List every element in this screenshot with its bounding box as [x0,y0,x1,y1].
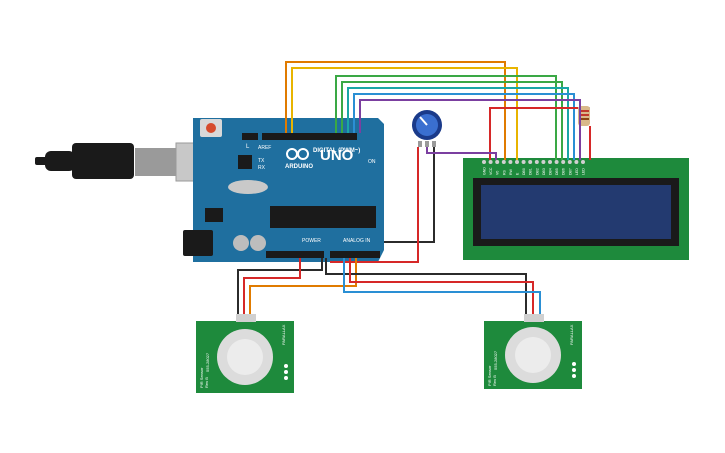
pin-label-aref: AREF [258,145,271,151]
analog-header [330,251,380,258]
wire-red-pir-right [349,258,534,314]
led-rx-label: RX [258,165,266,171]
wire-purple-d1 [359,99,581,160]
power-header [266,251,324,258]
led-l-label: L [246,144,250,150]
pir-sensor-right: 555-28027 PARALLAX PIR Sensor Rev B [484,314,582,389]
lcd-pin [574,160,579,164]
lcd-pin [501,160,506,164]
wire-green-d5 [335,75,557,160]
lcd-pin [482,160,486,164]
lcd-pin-label: LED [575,168,579,175]
wire-yellow-d11 [291,67,518,160]
power-label: POWER [302,238,321,244]
lcd-pin [508,160,513,164]
wire-purple-pot [426,147,497,160]
lcd-pin [528,160,533,164]
led-tx-label: TX [258,158,265,164]
pir-left-sensor-text: PIR Sensor [199,367,204,388]
wire-red-pot [330,147,419,263]
wire-red-lcd-vcc [489,107,578,160]
pir-right-side-text: PARALLAX [569,324,574,345]
lcd-pin [548,160,552,164]
lcd-pin-label: V0 [496,171,500,175]
wire-orange-d12 [285,61,506,160]
wire-black-lcd-gnd [384,147,435,243]
lcd-pin [581,160,585,164]
lcd-pin-label: RW [509,169,513,175]
wire-green-d4 [341,81,563,160]
wire-orange-pir-left [249,258,357,314]
pir-right-rev-text: Rev B [492,375,497,386]
pir-left-rev-text: Rev B [204,377,209,388]
arduino-logo-text: ARDUINO [285,164,313,170]
lcd-screen [481,185,671,239]
lcd-pin [515,160,519,164]
wire-black-pir-left [237,258,323,314]
pir-sensor-left: 555-28027 PARALLAX PIR Sensor Rev B [196,314,294,393]
lcd-pin [541,160,546,164]
pir-left-side-text: PARALLAX [281,324,286,345]
lcd-pin [534,160,539,164]
lcd-pin [561,160,566,164]
on-led-label: ON [368,159,376,165]
lcd-pin-label: E [516,172,520,175]
arduino-uno-board: AREF DIGITAL (PWM~) ARDUINO UNO L TX RX … [183,118,384,262]
digital-header [262,133,357,140]
lcd-pin-label: DB0 [522,168,526,175]
power-jack [183,230,213,256]
lcd-pin-label: RS [502,169,506,175]
lcd-pin [488,160,493,164]
lcd-pin-label: DB1 [529,168,533,175]
potentiometer[interactable] [412,110,442,147]
lcd-pin-label: DB6 [562,168,566,175]
lcd-pin-label: DB4 [549,168,553,175]
wire-black-pir-right [325,258,527,314]
lcd-pin-label: LED [582,168,586,175]
lcd-pin-label: GND [483,167,487,175]
wires [237,61,591,314]
digital-label: DIGITAL (PWM~) [313,148,360,154]
analog-label: ANALOG IN [343,238,371,244]
wire-blue-pir-right [343,258,541,314]
lcd-pin-label: DB2 [535,168,539,175]
model-label: UNO [320,147,354,164]
lcd-pin [567,160,572,164]
lcd-pin [495,160,500,164]
atmega-chip [270,206,376,228]
usb-cable [35,142,197,182]
pir-left-model-text: 555-28027 [205,352,210,372]
pir-right-sensor-text: PIR Sensor [487,365,492,386]
pir-right-model-text: 555-28027 [493,350,498,370]
lcd-pin-label: DB3 [542,168,546,175]
crystal [228,180,268,194]
lcd-pin [521,160,526,164]
lcd-pin-label: DB5 [555,168,559,175]
lcd-pin [554,160,559,164]
reset-button[interactable] [206,123,216,133]
wire-red-pir-left [243,258,301,314]
wire-blue-d2 [353,93,575,160]
lcd-pin-label: DB7 [568,168,572,175]
lcd-pin-label: VCC [489,167,493,175]
wire-teal-d3 [347,87,569,160]
